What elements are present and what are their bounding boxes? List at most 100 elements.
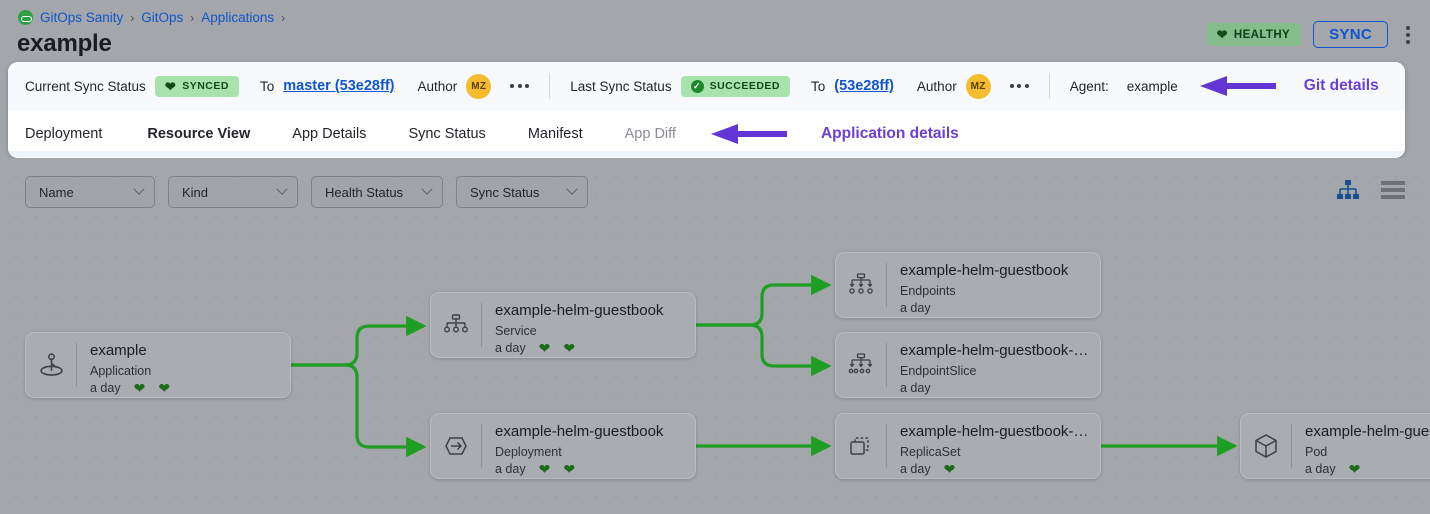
kebab-menu-icon[interactable] xyxy=(1400,22,1416,48)
sync-button[interactable]: SYNC xyxy=(1313,21,1388,48)
agent-group: Agent: example xyxy=(1070,79,1178,94)
ellipsis-icon[interactable] xyxy=(1009,84,1029,88)
ellipsis-icon[interactable] xyxy=(510,84,530,88)
divider xyxy=(549,73,551,99)
health-heart-icon: ❤ xyxy=(943,460,956,477)
last-author-label: Author xyxy=(916,78,957,94)
avatar[interactable]: MZ xyxy=(965,73,991,99)
filter-name-label: Name xyxy=(39,184,74,200)
breadcrumb-item-applications[interactable]: Applications xyxy=(201,10,275,25)
health-badge-label: HEALTHY xyxy=(1233,28,1291,41)
deployment-icon xyxy=(431,414,481,478)
status-badge-healthy[interactable]: ❤ HEALTHY xyxy=(1206,23,1302,46)
node-meta: a day xyxy=(900,301,1090,315)
filter-sync-status[interactable]: Sync Status xyxy=(456,176,588,208)
agent-value: example xyxy=(1126,78,1178,94)
heart-icon: ❤ xyxy=(164,78,177,94)
node-meta: a day ❤ xyxy=(900,462,1090,476)
tree-view-icon[interactable] xyxy=(1337,180,1359,200)
node-title: example-helm-guestbook-74… xyxy=(900,423,1090,440)
annotation-arrow-git-details xyxy=(1199,76,1276,96)
last-sync-status-pill: ✓ SUCCEEDED xyxy=(680,75,791,97)
header-actions: ❤ HEALTHY SYNC xyxy=(1206,21,1416,48)
divider xyxy=(886,343,887,387)
last-sync-status-group: Last Sync Status ✓ SUCCEEDED To (53e28ff… xyxy=(570,73,1029,99)
divider xyxy=(1048,73,1050,99)
divider xyxy=(481,303,482,347)
graph-node-endpoints[interactable]: example-helm-guestbook Endpoints a day xyxy=(835,252,1101,318)
breadcrumb-separator-icon: › xyxy=(281,10,286,25)
breadcrumb-separator-icon: › xyxy=(190,10,195,25)
tab-resource-view[interactable]: Resource View xyxy=(126,110,271,157)
node-title: example-helm-guest xyxy=(1305,423,1430,440)
divider xyxy=(886,424,887,468)
avatar[interactable]: MZ xyxy=(466,73,492,99)
argo-application-icon xyxy=(26,333,76,397)
graph-node-replicaset[interactable]: example-helm-guestbook-74… ReplicaSet a … xyxy=(835,413,1101,479)
page-header: GitOps Sanity › GitOps › Applications › … xyxy=(0,0,1430,62)
current-revision-link[interactable]: master (53e28ff) xyxy=(283,78,395,94)
service-icon xyxy=(431,293,481,357)
last-sync-status-label: Last Sync Status xyxy=(570,78,672,94)
current-sync-status-pill-label: SYNCED xyxy=(182,80,229,92)
chevron-down-icon xyxy=(566,183,578,195)
divider xyxy=(481,424,482,468)
filter-health-status[interactable]: Health Status xyxy=(311,176,443,208)
tab-bar: Deployment Resource View App Details Syn… xyxy=(8,110,1405,157)
divider xyxy=(886,263,887,307)
last-revision-link[interactable]: (53e28ff) xyxy=(834,78,894,94)
node-kind: Application xyxy=(90,363,152,378)
node-age: a day xyxy=(900,380,931,395)
list-view-icon[interactable] xyxy=(1381,180,1405,200)
graph-node-service[interactable]: example-helm-guestbook Service a day ❤ ❤ xyxy=(430,292,696,358)
filter-kind[interactable]: Kind xyxy=(168,176,298,208)
breadcrumb-item-gitops-sanity[interactable]: GitOps Sanity xyxy=(40,10,124,25)
health-heart-icon: ❤ xyxy=(1348,460,1361,477)
tab-app-diff[interactable]: App Diff xyxy=(624,125,676,142)
node-content: example-helm-guestbook-74… ReplicaSet a … xyxy=(887,414,1100,478)
current-sync-status-group: Current Sync Status ❤ SYNCED To master (… xyxy=(25,73,530,99)
tab-sync-status[interactable]: Sync Status xyxy=(408,125,486,142)
health-heart-icon: ❤ xyxy=(538,460,551,477)
graph-node-application[interactable]: example Application a day ❤ ❤ xyxy=(25,332,291,398)
node-age: a day xyxy=(900,300,931,315)
sync-heart-icon: ❤ xyxy=(158,379,171,396)
divider xyxy=(76,343,77,387)
breadcrumb-separator-icon: › xyxy=(130,10,135,25)
node-title: example-helm-guestbook xyxy=(900,262,1069,279)
node-content: example-helm-guestbook-ct… EndpointSlice… xyxy=(887,333,1100,397)
tab-app-details[interactable]: App Details xyxy=(292,125,367,142)
node-age: a day xyxy=(900,461,931,476)
graph-node-endpointslice[interactable]: example-helm-guestbook-ct… EndpointSlice… xyxy=(835,332,1101,398)
graph-node-deployment[interactable]: example-helm-guestbook Deployment a day … xyxy=(430,413,696,479)
node-meta: a day ❤ ❤ xyxy=(90,381,280,395)
node-meta: a day ❤ ❤ xyxy=(495,462,685,476)
last-sync-status-pill-label: SUCCEEDED xyxy=(709,80,781,92)
node-title: example-helm-guestbook xyxy=(495,302,664,319)
node-kind: EndpointSlice xyxy=(900,363,977,378)
filter-sync-status-label: Sync Status xyxy=(470,184,540,200)
breadcrumb-item-gitops[interactable]: GitOps xyxy=(141,10,184,25)
endpoints-icon xyxy=(836,253,886,317)
filter-bar: Name Kind Health Status Sync Status xyxy=(25,176,588,208)
health-heart-icon: ❤ xyxy=(133,379,146,396)
check-circle-icon: ✓ xyxy=(690,79,704,93)
current-sync-status-label: Current Sync Status xyxy=(25,78,146,94)
resource-graph-canvas[interactable]: Name Kind Health Status Sync Status xyxy=(0,158,1430,514)
node-kind: Endpoints xyxy=(900,283,956,298)
application-summary-card: Current Sync Status ❤ SYNCED To master (… xyxy=(8,62,1405,158)
tab-manifest[interactable]: Manifest xyxy=(527,125,583,142)
current-author-label: Author xyxy=(417,78,458,94)
tab-deployment[interactable]: Deployment xyxy=(25,125,103,142)
filter-name[interactable]: Name xyxy=(25,176,155,208)
annotation-git-details: Git details xyxy=(1303,77,1379,94)
card-bottom-strip xyxy=(8,151,1405,157)
replicaset-icon xyxy=(836,414,886,478)
graph-node-pod[interactable]: example-helm-guest Pod a day ❤ xyxy=(1240,413,1430,479)
node-title: example-helm-guestbook xyxy=(495,423,664,440)
node-kind: Pod xyxy=(1305,444,1328,459)
breadcrumb: GitOps Sanity › GitOps › Applications › xyxy=(18,10,285,25)
node-title: example-helm-guestbook-ct… xyxy=(900,342,1090,359)
node-content: example-helm-guestbook Deployment a day … xyxy=(482,414,695,478)
